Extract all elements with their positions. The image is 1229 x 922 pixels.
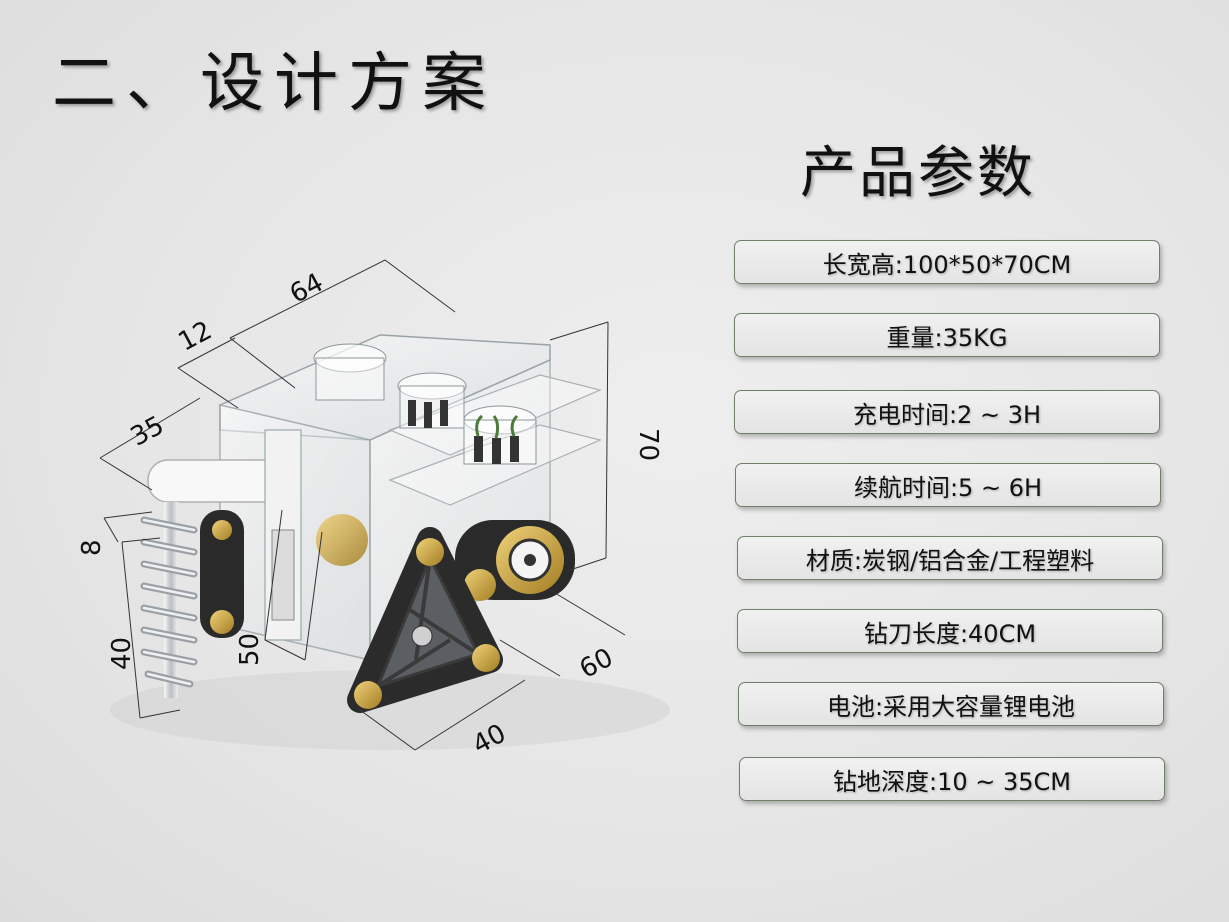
param-text: 材质:炭钢/铝合金/工程塑料 [805,546,1095,575]
param-text: 钻刀长度:40CM [863,619,1037,648]
param-box-endurance: 续航时间:5 ~ 6H [735,463,1161,507]
param-text: 充电时间:2 ~ 3H [852,400,1042,429]
dim-label-50: 50 [235,633,265,666]
drill-assembly [140,429,302,698]
robot-figure: 64 12 35 70 8 40 50 60 40 [77,259,670,761]
param-text: 重量:35KG [886,323,1008,352]
dim-label-60: 60 [575,643,618,685]
dim-label-40-left: 40 [107,637,137,670]
param-text: 续航时间:5 ~ 6H [853,473,1043,502]
param-box-charge-time: 充电时间:2 ~ 3H [734,390,1160,434]
dim-label-35: 35 [126,410,169,452]
floor-shadow [110,670,670,750]
left-track [200,510,368,638]
param-text: 钻地深度:10 ~ 35CM [833,767,1071,796]
params-heading: 产品参数 [800,141,1036,206]
param-text: 电池:采用大容量锂电池 [826,692,1076,721]
dim-label-64: 64 [285,268,328,310]
param-text: 长宽高:100*50*70CM [822,250,1072,279]
param-box-dimensions: 长宽高:100*50*70CM [734,240,1160,284]
dimension-lines [99,259,626,751]
seedling-pots [313,343,537,465]
param-box-material: 材质:炭钢/铝合金/工程塑料 [737,536,1163,580]
dim-label-70: 70 [633,428,663,461]
shelf-lower [388,424,602,506]
rear-track [455,520,575,601]
param-box-drill-depth: 钻地深度:10 ~ 35CM [739,757,1165,801]
dim-label-8: 8 [77,539,107,556]
slide-title: 二、设计方案 [52,47,496,121]
param-box-battery: 电池:采用大容量锂电池 [738,682,1164,726]
param-box-weight: 重量:35KG [734,313,1160,357]
front-track [347,527,503,713]
param-box-drill-length: 钻刀长度:40CM [737,609,1163,653]
